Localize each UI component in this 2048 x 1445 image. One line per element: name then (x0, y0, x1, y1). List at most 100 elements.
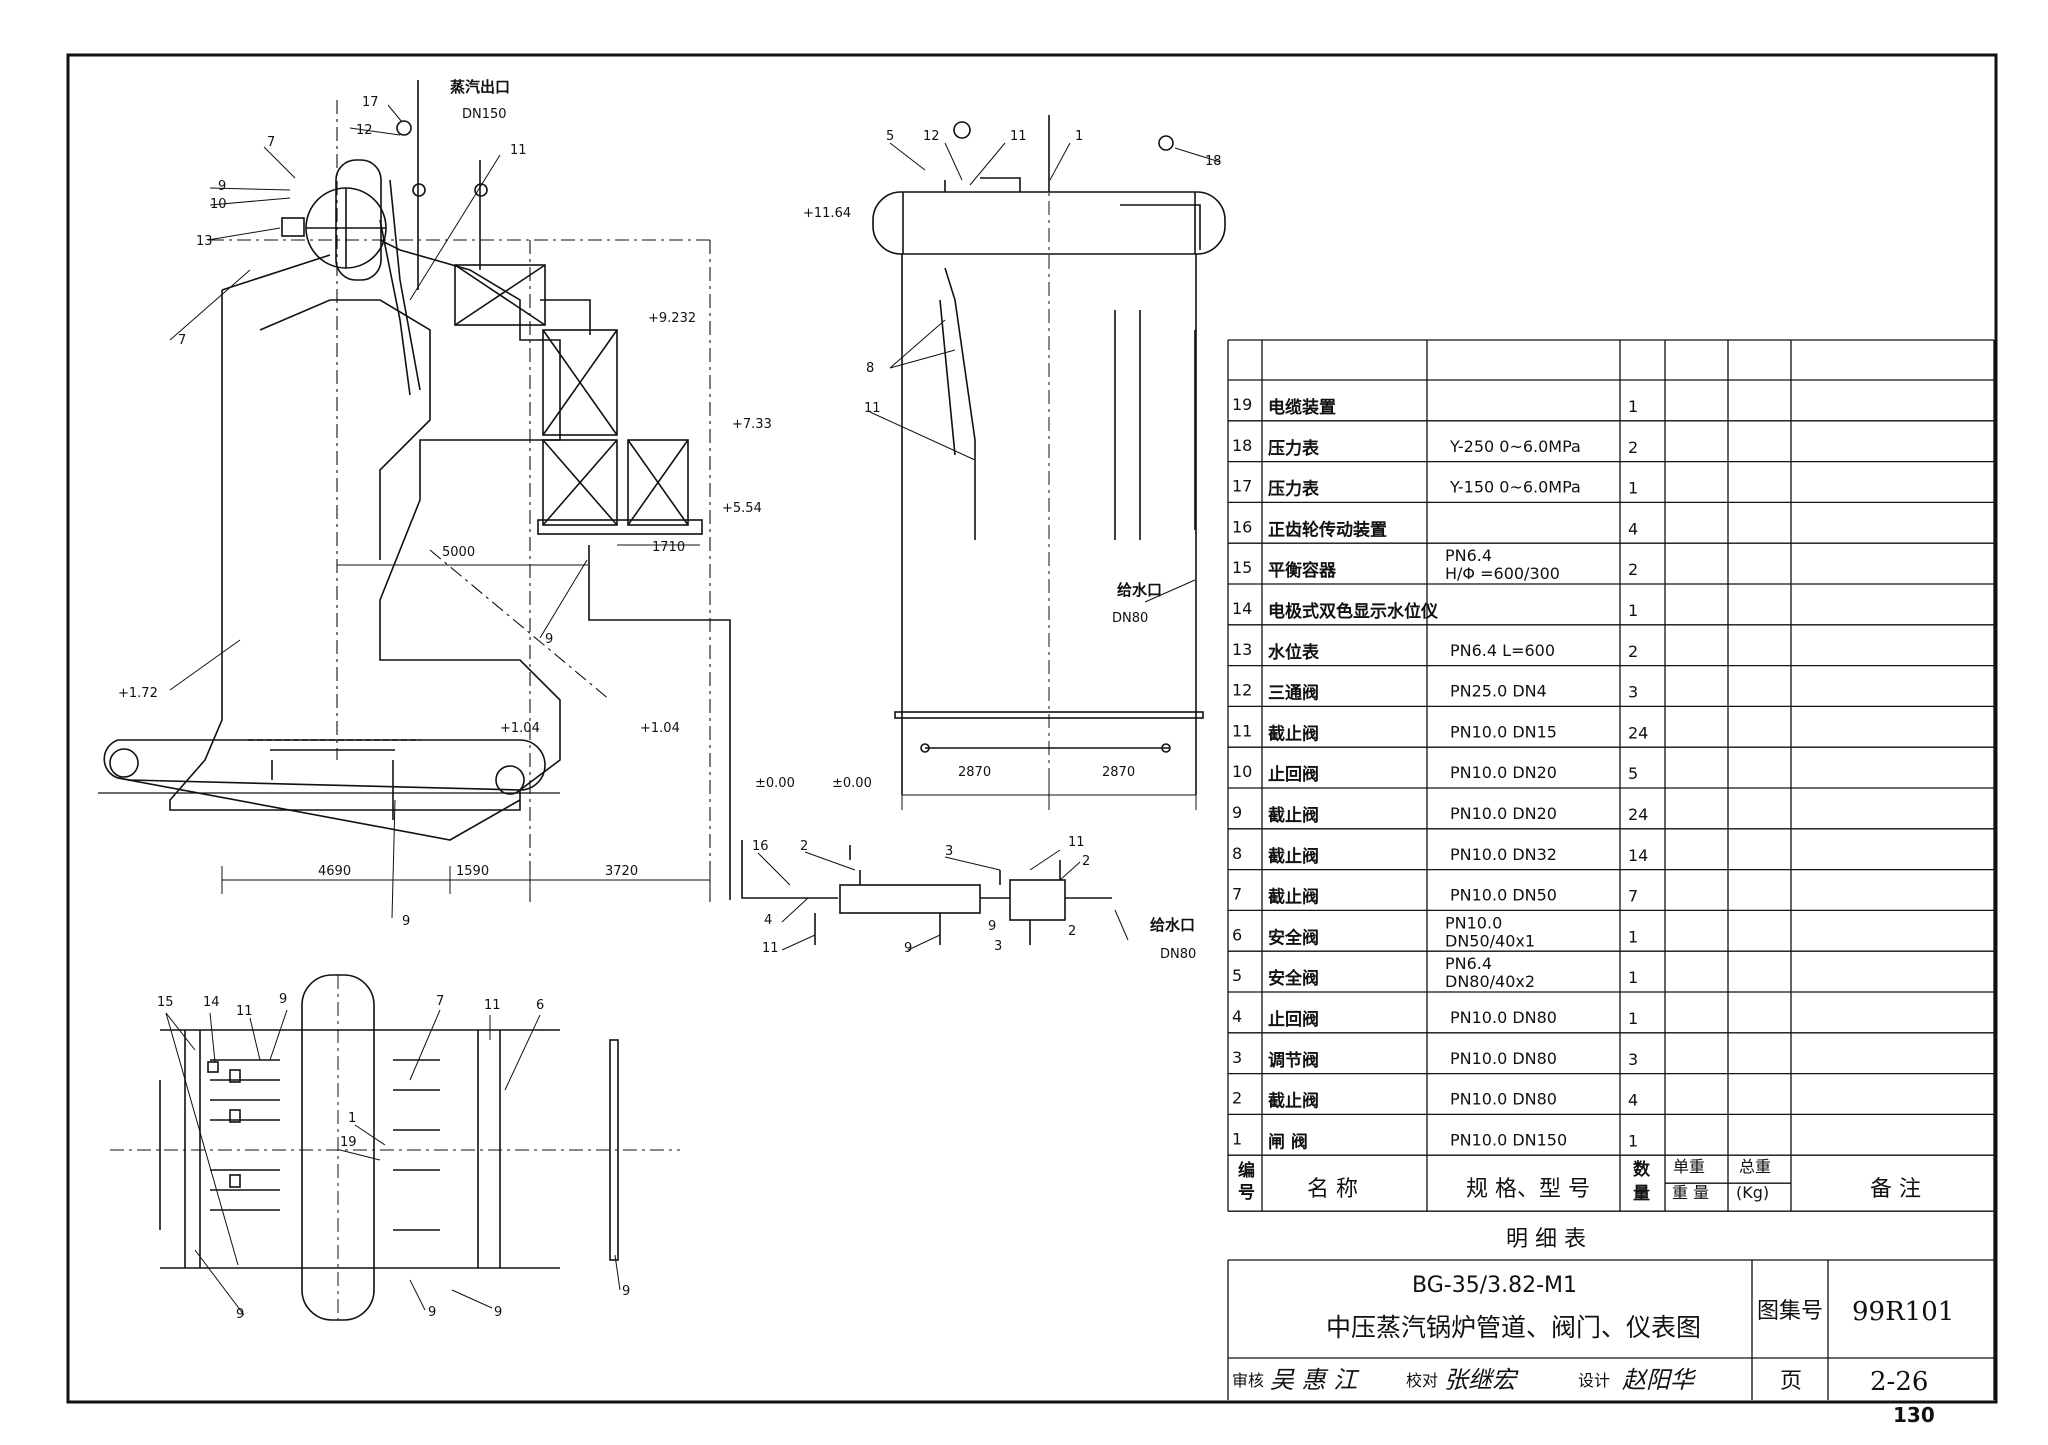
row-quantity: 7 (1628, 887, 1638, 906)
dim-2870b: 2870 (1102, 765, 1135, 780)
callout: 7 (436, 994, 444, 1009)
header-no-bottom: 号 (1238, 1183, 1255, 1203)
design-label: 设计 (1578, 1371, 1610, 1390)
row-number: 13 (1232, 640, 1252, 659)
row-quantity: 1 (1628, 1009, 1638, 1028)
callout: 8 (866, 361, 874, 376)
callout: 9 (622, 1284, 630, 1299)
callout: 2 (1068, 924, 1076, 939)
row-quantity: 1 (1628, 1131, 1638, 1150)
row-name: 止回阀 (1268, 1009, 1319, 1030)
callout: 1 (348, 1111, 356, 1126)
row-spec: PN10.0 DN50 (1450, 886, 1557, 905)
feed-water-inlet-1-label: 给水口 (1117, 581, 1162, 599)
row-spec: PN6.4 (1445, 546, 1492, 565)
row-spec: PN10.0 DN20 (1450, 763, 1557, 782)
row-number: 18 (1232, 436, 1252, 455)
callout: 2 (1082, 854, 1090, 869)
header-total-weight: 总重 (1739, 1157, 1771, 1176)
callout: 14 (203, 995, 220, 1010)
row-name: 调节阀 (1268, 1050, 1319, 1071)
row-name: 截止阀 (1268, 1091, 1319, 1112)
callout: 9 (988, 919, 996, 934)
callout: 7 (178, 333, 186, 348)
callout: 9 (279, 992, 287, 1007)
row-quantity: 3 (1628, 1050, 1638, 1069)
callout: 11 (762, 941, 779, 956)
feed-water-inlet-1-dn: DN80 (1112, 611, 1148, 626)
callout: 13 (196, 234, 213, 249)
row-spec: Y-250 0~6.0MPa (1449, 437, 1581, 456)
title-block (1227, 1259, 1994, 1400)
title-block-text: BG-35/3.82-M1 中压蒸汽锅炉管道、阀门、仪表图 图集号 99R101… (1232, 1273, 1954, 1397)
row-number: 14 (1232, 599, 1252, 618)
elev-172: +1.72 (118, 686, 158, 701)
row-number: 15 (1232, 558, 1252, 577)
atlas-label: 图集号 (1757, 1299, 1823, 1324)
row-spec: PN10.0 DN80 (1450, 1049, 1557, 1068)
callout: 9 (428, 1305, 436, 1320)
callout: 11 (864, 401, 881, 416)
row-spec: PN10.0 DN32 (1450, 845, 1557, 864)
row-name: 截止阀 (1268, 805, 1319, 826)
row-name: 三通阀 (1268, 683, 1319, 704)
callout: 18 (1205, 154, 1222, 169)
design-signature: 赵阳华 (1622, 1366, 1697, 1394)
dim-2870a: 2870 (958, 765, 991, 780)
dim-4690: 4690 (318, 864, 351, 879)
row-name: 截止阀 (1268, 723, 1319, 744)
page-label: 页 (1780, 1369, 1802, 1394)
row-quantity: 5 (1628, 764, 1638, 783)
elev-000a: ±0.00 (755, 776, 795, 791)
annotation-labels: 蒸汽出口 DN150 给水口 DN80 给水口 DN80 +11.64 +9.2… (118, 78, 1196, 962)
callout: 19 (340, 1135, 357, 1150)
table-caption: 明 细 表 (1506, 1227, 1586, 1252)
callout: 6 (536, 998, 544, 1013)
row-spec: PN10.0 DN15 (1450, 722, 1557, 741)
row-quantity: 1 (1628, 927, 1638, 946)
row-number: 11 (1232, 721, 1252, 740)
steam-outlet-dn: DN150 (462, 107, 507, 122)
row-name: 安全阀 (1268, 968, 1319, 989)
row-quantity: 1 (1628, 601, 1638, 620)
header-remarks: 备 注 (1870, 1177, 1921, 1202)
feed-water-detail (741, 840, 1129, 951)
steam-outlet-label: 蒸汽出口 (450, 78, 510, 96)
plan-view (110, 974, 680, 1321)
drawing-frame (66, 53, 1998, 1404)
row-quantity: 4 (1628, 519, 1638, 538)
model-label: BG-35/3.82-M1 (1412, 1273, 1577, 1298)
row-name: 闸 阀 (1268, 1131, 1308, 1152)
header-weight-label: 重 量 (1672, 1183, 1709, 1202)
row-number: 8 (1232, 844, 1242, 863)
header-name: 名 称 (1307, 1177, 1358, 1202)
dim-3720: 3720 (605, 864, 638, 879)
table-header: 编 号 名 称 规 格、型 号 数 量 单重 总重 重 量 (Kg) 备 注 明… (1238, 1157, 1921, 1252)
row-quantity: 2 (1628, 642, 1638, 661)
left-elevation-view (98, 80, 731, 919)
callout: 16 (752, 839, 769, 854)
callout-numbers: 17 12 7 9 10 13 7 11 9 9 5 12 11 1 18 8 … (157, 95, 1222, 1322)
atlas-number: 99R101 (1852, 1297, 1954, 1327)
row-spec-2: DN50/40x1 (1445, 931, 1535, 950)
header-weight-unit: (Kg) (1736, 1183, 1769, 1202)
row-spec: PN10.0 (1445, 913, 1502, 932)
elev-733: +7.33 (732, 417, 772, 432)
row-name: 电缆装置 (1268, 397, 1336, 418)
callout: 11 (510, 143, 527, 158)
row-spec: PN6.4 L=600 (1450, 641, 1555, 660)
row-name: 压力表 (1268, 479, 1320, 500)
callout: 7 (267, 135, 275, 150)
elev-9232: +9.232 (648, 311, 696, 326)
row-name: 压力表 (1268, 438, 1320, 459)
row-name: 电极式双色显示水位仪 (1268, 601, 1439, 622)
